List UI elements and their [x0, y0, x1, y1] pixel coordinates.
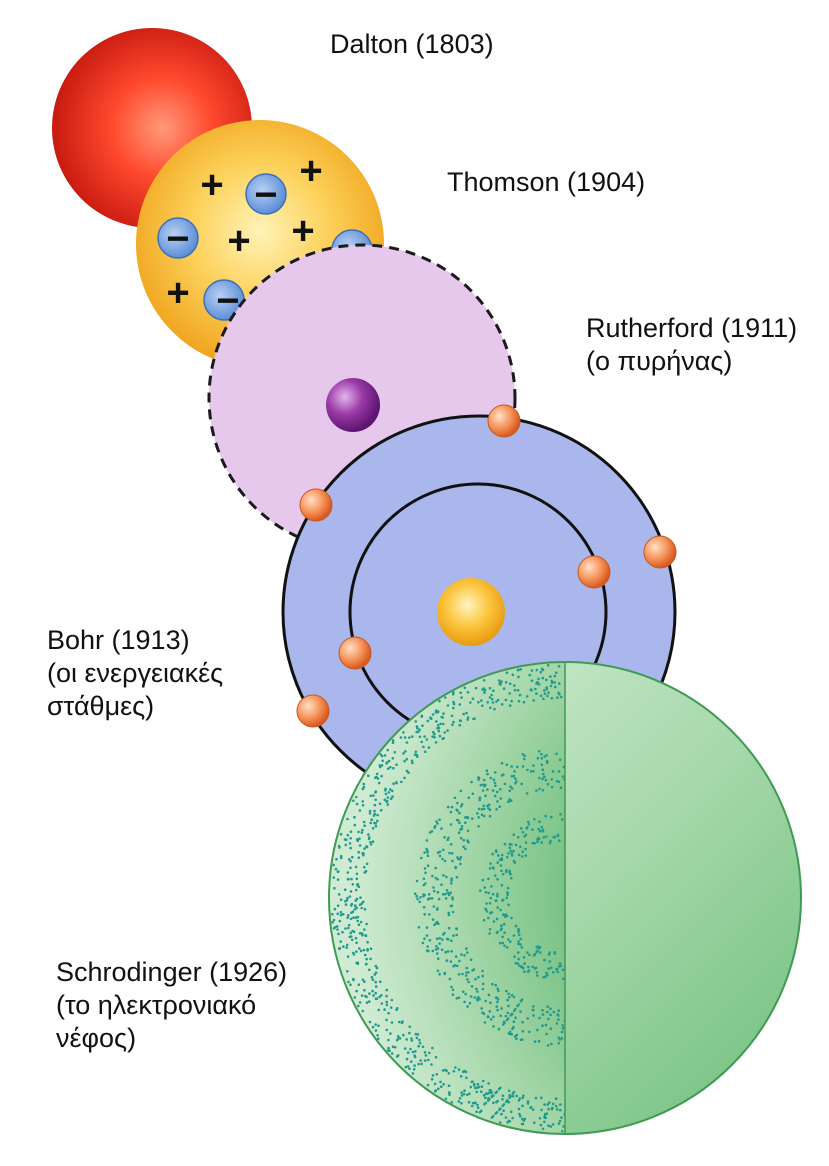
label-thomson: Thomson (1904): [447, 167, 646, 197]
electron-cloud-dots: [331, 663, 565, 1133]
minus-sign: −: [166, 217, 189, 261]
bohr-electron: [299, 488, 333, 522]
minus-sign: −: [254, 173, 277, 217]
plus-sign: +: [291, 209, 314, 253]
thomson-electron: [245, 173, 287, 215]
plus-sign: +: [200, 163, 223, 207]
thomson-electron: [157, 217, 199, 259]
bohr-electron: [577, 555, 611, 589]
schrodinger-atom: [328, 661, 802, 1135]
rutherford-nucleus: [326, 378, 380, 432]
label-schrodinger: Schrodinger (1926) (το ηλεκτρονιακό νέφο…: [56, 957, 288, 1053]
label-dalton: Dalton (1803): [330, 29, 494, 59]
bohr-electron: [296, 694, 330, 728]
bohr-electron: [643, 535, 677, 569]
label-rutherford: Rutherford (1911) (ο πυρήνας): [586, 313, 798, 376]
bohr-electron: [487, 404, 521, 438]
bohr-electron: [338, 636, 372, 670]
plus-sign: +: [299, 149, 322, 193]
plus-sign: +: [227, 219, 250, 263]
plus-sign: +: [166, 271, 189, 315]
label-bohr: Bohr (1913) (οι ενεργειακές στάθμες): [47, 625, 224, 721]
bohr-nucleus: [437, 578, 505, 646]
